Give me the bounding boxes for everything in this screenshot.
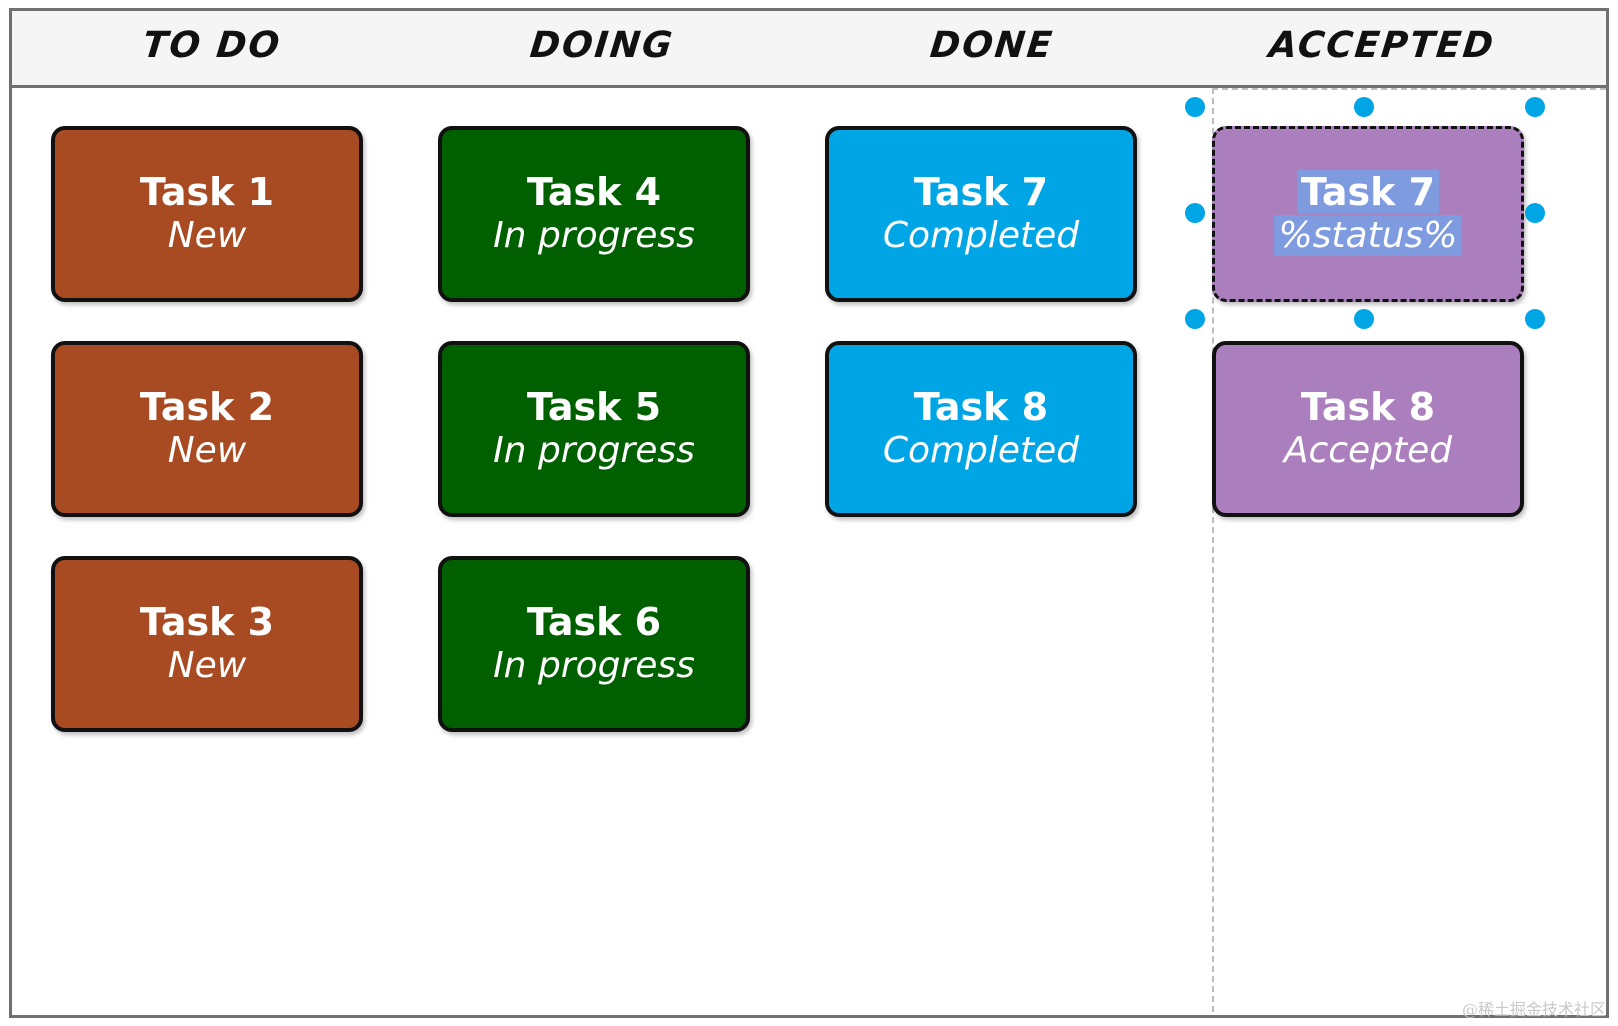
card-title: Task 6: [526, 600, 662, 644]
card-task-7[interactable]: Task 7 Completed: [825, 126, 1137, 302]
resize-handle-top[interactable]: [1354, 97, 1374, 117]
card-title: Task 5: [526, 385, 662, 429]
resize-handle-bottom-left[interactable]: [1185, 309, 1205, 329]
card-task-3[interactable]: Task 3 New: [51, 556, 363, 732]
card-status: New: [167, 645, 247, 686]
resize-handle-bottom[interactable]: [1354, 309, 1374, 329]
resize-handle-top-right[interactable]: [1525, 97, 1545, 117]
card-status: New: [167, 215, 247, 256]
card-title: Task 7: [913, 170, 1049, 214]
card-title: Task 8: [1300, 385, 1436, 429]
column-title-doing: DOING: [528, 25, 676, 66]
resize-handle-top-left[interactable]: [1185, 97, 1205, 117]
resize-handle-left[interactable]: [1185, 203, 1205, 223]
board-header: TO DO DOING DONE ACCEPTED: [12, 11, 1606, 88]
card-title: Task 7: [1296, 170, 1440, 214]
kanban-board: TO DO DOING DONE ACCEPTED Task 1 New Tas…: [9, 8, 1609, 1018]
card-title: Task 4: [526, 170, 662, 214]
accepted-drop-zone[interactable]: [1212, 88, 1606, 1012]
card-task-5[interactable]: Task 5 In progress: [438, 341, 750, 517]
card-title: Task 2: [139, 385, 275, 429]
text-selection-highlight: Task 7: [1296, 170, 1440, 214]
watermark: @稀土掘金技术社区: [1461, 1000, 1606, 1019]
card-task-7-accepted-selected[interactable]: Task 7 %status%: [1212, 126, 1524, 302]
card-status: In progress: [493, 645, 695, 686]
card-status: In progress: [493, 430, 695, 471]
column-title-done: DONE: [928, 25, 1056, 66]
card-status: Completed: [882, 215, 1080, 256]
card-task-8-accepted[interactable]: Task 8 Accepted: [1212, 341, 1524, 517]
card-title: Task 3: [139, 600, 275, 644]
card-status: New: [167, 430, 247, 471]
card-task-6[interactable]: Task 6 In progress: [438, 556, 750, 732]
card-status: %status%: [1274, 214, 1462, 258]
card-status: Completed: [882, 430, 1080, 471]
column-title-accepted: ACCEPTED: [1267, 25, 1497, 66]
card-title: Task 1: [139, 170, 275, 214]
resize-handle-right[interactable]: [1525, 203, 1545, 223]
text-selection-highlight: %status%: [1274, 215, 1462, 256]
card-status: Accepted: [1283, 430, 1453, 471]
column-title-todo: TO DO: [140, 25, 284, 66]
card-task-2[interactable]: Task 2 New: [51, 341, 363, 517]
card-task-4[interactable]: Task 4 In progress: [438, 126, 750, 302]
resize-handle-bottom-right[interactable]: [1525, 309, 1545, 329]
card-task-1[interactable]: Task 1 New: [51, 126, 363, 302]
card-task-8[interactable]: Task 8 Completed: [825, 341, 1137, 517]
card-title: Task 8: [913, 385, 1049, 429]
card-status: In progress: [493, 215, 695, 256]
